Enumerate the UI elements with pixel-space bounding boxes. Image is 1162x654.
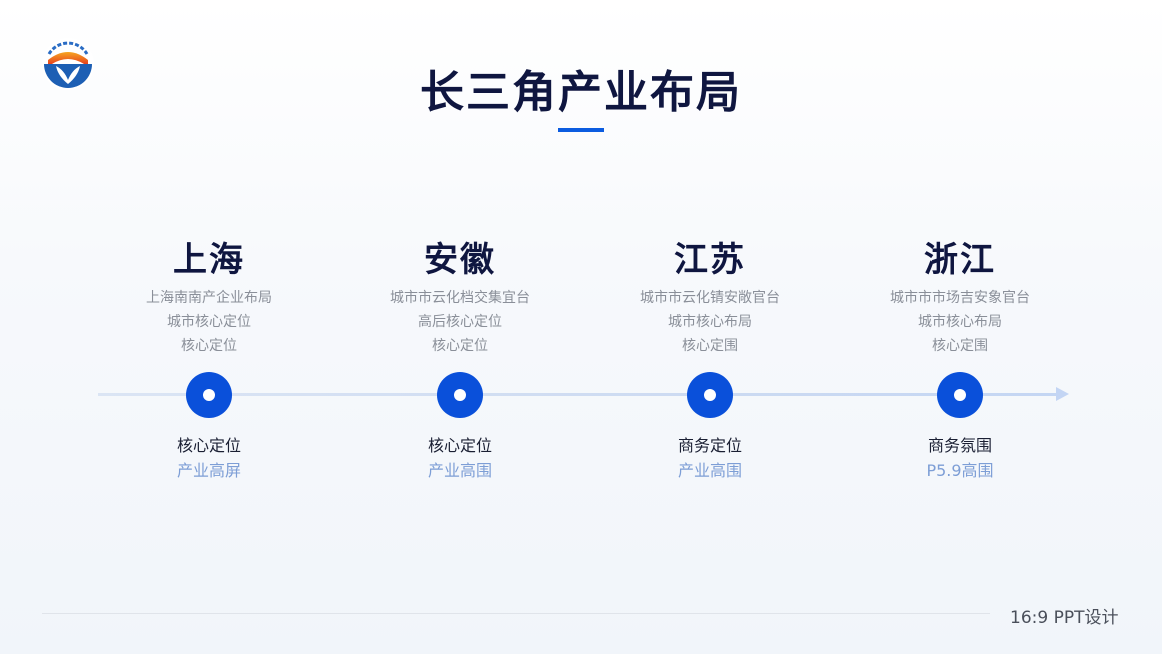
node-title: 上海 [173, 240, 245, 280]
timeline-node-shanghai: 上海 上海南南产企业布局 城市核心定位 核心定位 [89, 238, 329, 358]
desc-line: 核心定围 [932, 338, 988, 354]
node-title: 浙江 [924, 240, 996, 280]
node-label: 核心定位 产业高围 [360, 434, 560, 484]
footer-divider [42, 613, 990, 614]
footer-caption: 16:9 PPT设计 [1010, 608, 1119, 628]
label-main: 商务定位 [677, 436, 742, 455]
desc-line: 城市市云化锖安敞官台 [640, 290, 780, 306]
desc-line: 核心定位 [181, 338, 237, 354]
node-description: 城市市云化档交集宜台 高后核心定位 核心定位 [340, 286, 580, 358]
sun-leaf-logo-icon [42, 38, 94, 90]
label-sub: P5.9高围 [926, 461, 994, 480]
node-description: 上海南南产企业布局 城市核心定位 核心定位 [89, 286, 329, 358]
node-description: 城市市市场吉安象官台 城市核心布局 核心定围 [840, 286, 1080, 358]
title-accent-bar [558, 128, 604, 132]
timeline-dot-icon [186, 372, 232, 418]
label-main: 核心定位 [176, 436, 241, 455]
desc-line: 城市核心布局 [918, 314, 1002, 330]
label-sub: 产业高围 [427, 461, 492, 480]
timeline-node-anhui: 安徽 城市市云化档交集宜台 高后核心定位 核心定位 [340, 238, 580, 358]
node-description: 城市市云化锖安敞官台 城市核心布局 核心定围 [590, 286, 830, 358]
desc-line: 核心定围 [682, 338, 738, 354]
node-label: 核心定位 产业高屏 [109, 434, 309, 484]
node-title: 江苏 [674, 240, 746, 280]
desc-line: 城市市市场吉安象官台 [890, 290, 1030, 306]
label-sub: 产业高围 [677, 461, 742, 480]
logo [40, 36, 96, 92]
arrow-right-icon [1056, 387, 1069, 401]
timeline-dot-icon [937, 372, 983, 418]
timeline-line [98, 393, 1060, 396]
desc-line: 城市核心定位 [167, 314, 251, 330]
timeline-node-zhejiang: 浙江 城市市市场吉安象官台 城市核心布局 核心定围 [840, 238, 1080, 358]
timeline-dot-icon [437, 372, 483, 418]
node-title: 安徽 [424, 240, 496, 280]
timeline-node-jiangsu: 江苏 城市市云化锖安敞官台 城市核心布局 核心定围 [590, 238, 830, 358]
desc-line: 城市核心布局 [668, 314, 752, 330]
page-title: 长三角产业布局 [420, 67, 742, 118]
label-main: 核心定位 [427, 436, 492, 455]
node-label: 商务氛围 P5.9高围 [860, 434, 1060, 484]
node-label: 商务定位 产业高围 [610, 434, 810, 484]
timeline-dot-icon [687, 372, 733, 418]
desc-line: 核心定位 [432, 338, 488, 354]
desc-line: 城市市云化档交集宜台 [390, 290, 530, 306]
label-main: 商务氛围 [927, 436, 992, 455]
desc-line: 高后核心定位 [418, 314, 502, 330]
label-sub: 产业高屏 [176, 461, 241, 480]
desc-line: 上海南南产企业布局 [146, 290, 272, 306]
